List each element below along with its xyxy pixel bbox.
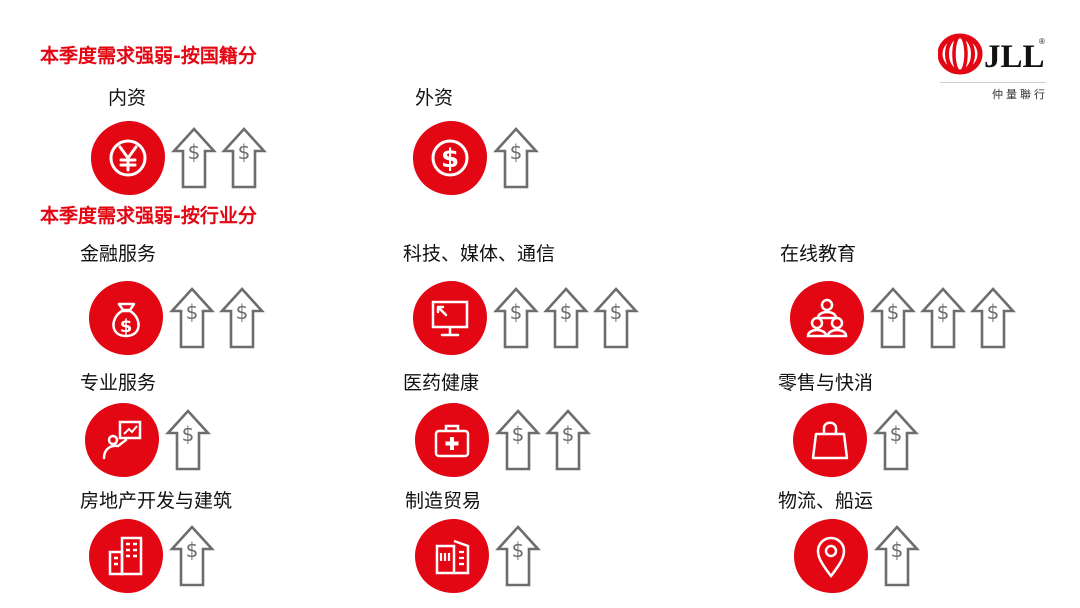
row-foreign: $ $ bbox=[410, 118, 540, 198]
row-finance: $ $ $ bbox=[86, 278, 266, 358]
row-education: $ $ $ bbox=[787, 278, 1017, 358]
jll-logo: JLL ® 仲量聯行 bbox=[937, 32, 1050, 112]
factory-buildings-icon bbox=[415, 518, 490, 594]
group-label: 金融服务 bbox=[80, 243, 157, 265]
up-arrow-dollar-icon: $ bbox=[221, 127, 267, 189]
logo-divider bbox=[940, 82, 1046, 83]
svg-text:$: $ bbox=[186, 538, 199, 562]
section-title-industry: 本季度需求强弱-按行业分 bbox=[40, 205, 257, 227]
up-arrow-dollar-icon: $ bbox=[169, 287, 215, 349]
yen-icon bbox=[91, 120, 166, 196]
money-bag-icon: $ bbox=[89, 280, 164, 356]
up-arrow-dollar-icon: $ bbox=[593, 287, 639, 349]
svg-text:$: $ bbox=[937, 300, 950, 324]
buildings-icon bbox=[89, 518, 164, 594]
up-arrow-dollar-icon: $ bbox=[920, 287, 966, 349]
group-label: 内资 bbox=[108, 87, 147, 109]
group-label: 房地产开发与建筑 bbox=[80, 490, 233, 512]
row-tmt: $ $ $ bbox=[410, 278, 640, 358]
svg-text:$: $ bbox=[182, 422, 195, 446]
shopping-bag-icon bbox=[793, 402, 868, 478]
up-arrow-dollar-icon: $ bbox=[970, 287, 1016, 349]
row-domestic: $ $ bbox=[88, 118, 268, 198]
svg-text:$: $ bbox=[890, 422, 903, 446]
people-group-icon bbox=[790, 280, 865, 356]
svg-text:$: $ bbox=[510, 140, 523, 164]
svg-text:$: $ bbox=[512, 422, 525, 446]
svg-text:$: $ bbox=[512, 538, 525, 562]
up-arrow-dollar-icon: $ bbox=[493, 287, 539, 349]
svg-text:$: $ bbox=[441, 144, 459, 174]
up-arrow-dollar-icon: $ bbox=[165, 409, 211, 471]
group-label: 外资 bbox=[415, 87, 454, 109]
group-label: 制造贸易 bbox=[405, 490, 482, 512]
svg-text:$: $ bbox=[188, 140, 201, 164]
up-arrow-dollar-icon: $ bbox=[219, 287, 265, 349]
group-label: 医药健康 bbox=[403, 372, 480, 394]
svg-text:$: $ bbox=[610, 300, 623, 324]
up-arrow-dollar-icon: $ bbox=[171, 127, 217, 189]
up-arrow-dollar-icon: $ bbox=[545, 409, 591, 471]
medical-kit-icon bbox=[415, 402, 490, 478]
jll-logo-text: JLL bbox=[984, 39, 1045, 75]
row-professional: $ bbox=[82, 400, 212, 480]
dollar-icon: $ bbox=[413, 120, 488, 196]
presentation-icon bbox=[85, 402, 160, 478]
svg-text:®: ® bbox=[1039, 37, 1045, 46]
row-logistics: $ bbox=[791, 516, 921, 596]
svg-text:$: $ bbox=[887, 300, 900, 324]
svg-text:$: $ bbox=[510, 300, 523, 324]
up-arrow-dollar-icon: $ bbox=[495, 525, 541, 587]
svg-text:$: $ bbox=[238, 140, 251, 164]
row-healthcare: $ $ bbox=[412, 400, 592, 480]
up-arrow-dollar-icon: $ bbox=[495, 409, 541, 471]
group-label: 在线教育 bbox=[780, 243, 857, 265]
row-realestate: $ bbox=[86, 516, 216, 596]
row-retail: $ bbox=[790, 400, 920, 480]
group-label: 物流、船运 bbox=[778, 490, 874, 512]
row-manufacturing: $ bbox=[412, 516, 542, 596]
svg-text:$: $ bbox=[236, 300, 249, 324]
svg-text:$: $ bbox=[987, 300, 1000, 324]
up-arrow-dollar-icon: $ bbox=[493, 127, 539, 189]
svg-text:$: $ bbox=[891, 538, 904, 562]
up-arrow-dollar-icon: $ bbox=[543, 287, 589, 349]
up-arrow-dollar-icon: $ bbox=[870, 287, 916, 349]
group-label: 专业服务 bbox=[80, 372, 157, 394]
group-label: 科技、媒体、通信 bbox=[403, 243, 556, 265]
location-pin-icon bbox=[794, 518, 869, 594]
group-label: 零售与快消 bbox=[778, 372, 874, 394]
up-arrow-dollar-icon: $ bbox=[873, 409, 919, 471]
svg-text:$: $ bbox=[186, 300, 199, 324]
svg-text:$: $ bbox=[120, 316, 133, 337]
svg-text:$: $ bbox=[562, 422, 575, 446]
monitor-icon bbox=[413, 280, 488, 356]
up-arrow-dollar-icon: $ bbox=[169, 525, 215, 587]
svg-text:$: $ bbox=[560, 300, 573, 324]
section-title-origin: 本季度需求强弱-按国籍分 bbox=[40, 45, 257, 67]
logo-tagline: 仲量聯行 bbox=[992, 88, 1048, 101]
up-arrow-dollar-icon: $ bbox=[874, 525, 920, 587]
jll-logo-mark: JLL ® bbox=[937, 33, 1045, 75]
